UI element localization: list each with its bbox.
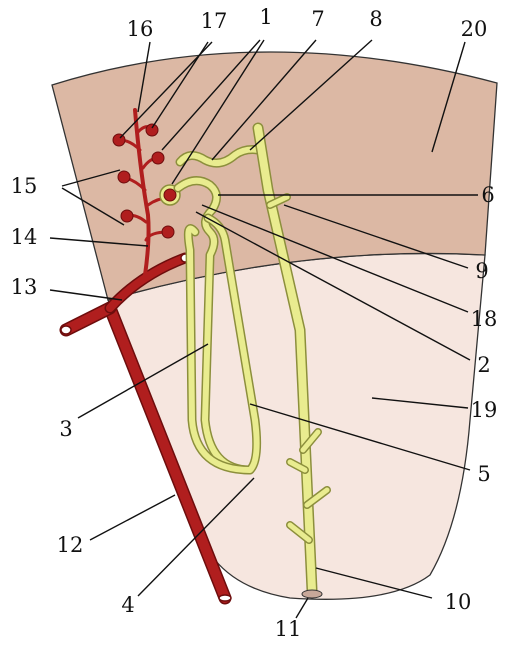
label-2: 2: [477, 353, 490, 377]
label-14: 14: [11, 225, 38, 249]
vessel-cut-end: [219, 595, 231, 601]
glomerulus: [162, 226, 174, 238]
label-12: 12: [57, 533, 84, 557]
label-6: 6: [481, 183, 494, 207]
leader-12: [90, 495, 175, 540]
label-19: 19: [471, 398, 498, 422]
leader-11: [296, 598, 308, 618]
label-10: 10: [445, 590, 472, 614]
label-4: 4: [121, 593, 134, 617]
glomerulus-main: [164, 189, 176, 201]
vessel-cut-end: [61, 326, 71, 334]
glomerulus: [113, 134, 125, 146]
arcuate-artery-fill: [66, 308, 110, 330]
label-1: 1: [259, 5, 272, 29]
label-9: 9: [475, 259, 488, 283]
label-7: 7: [311, 7, 324, 31]
label-13: 13: [11, 275, 38, 299]
label-8: 8: [369, 7, 382, 31]
glomerulus: [152, 152, 164, 164]
glomerulus: [146, 124, 158, 136]
label-11: 11: [275, 617, 302, 641]
label-16: 16: [127, 17, 154, 41]
label-20: 20: [461, 17, 488, 41]
label-17: 17: [201, 9, 228, 33]
label-15: 15: [11, 174, 38, 198]
glomerulus: [121, 210, 133, 222]
glomerulus: [118, 171, 130, 183]
label-18: 18: [471, 307, 498, 331]
papillary-opening: [302, 590, 322, 598]
label-5: 5: [477, 462, 490, 486]
label-3: 3: [59, 417, 72, 441]
